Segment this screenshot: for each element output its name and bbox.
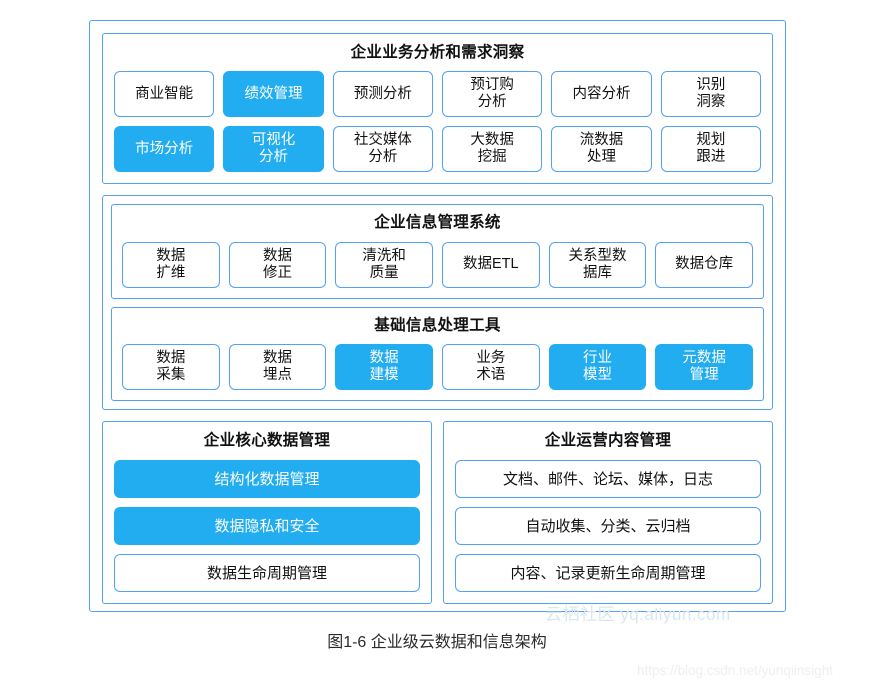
section-bottom-row: 企业核心数据管理 结构化数据管理 数据隐私和安全 数据生命周期管理 企业运营内容… [102, 421, 773, 604]
cell-data-augmentation[interactable]: 数据 扩维 [122, 241, 220, 288]
cell-auto-collect-classify-cloud-archive[interactable]: 自动收集、分类、云归档 [455, 506, 761, 545]
business-analysis-rows: 商业智能 绩效管理 预测分析 预订购 分析 内容分析 识别 洞察 市场分析 可视… [114, 71, 761, 173]
cell-big-data-mining[interactable]: 大数据 挖掘 [442, 126, 543, 173]
section-core-data-management: 企业核心数据管理 结构化数据管理 数据隐私和安全 数据生命周期管理 [102, 421, 432, 604]
cell-identification-insight[interactable]: 识别 洞察 [660, 71, 761, 118]
section-title-processing-tools: 基础信息处理工具 [374, 316, 501, 334]
cell-business-intelligence[interactable]: 商业智能 [114, 71, 215, 118]
cell-metadata-management[interactable]: 元数据 管理 [655, 344, 753, 391]
cell-preorder-analysis[interactable]: 预订购 分析 [442, 71, 543, 118]
cell-content-record-update-lifecycle[interactable]: 内容、记录更新生命周期管理 [455, 553, 761, 592]
section-operational-content-management: 企业运营内容管理 文档、邮件、论坛、媒体，日志 自动收集、分类、云归档 内容、记… [443, 421, 773, 604]
section-middle-wrapper: 企业信息管理系统 数据 扩维 数据 修正 清洗和 质量 数据ETL 关系型数 据… [102, 195, 773, 411]
cell-documents-email-forum-media-logs[interactable]: 文档、邮件、论坛、媒体，日志 [455, 459, 761, 498]
cell-data-collection[interactable]: 数据 采集 [122, 344, 220, 391]
cell-cleansing-quality[interactable]: 清洗和 质量 [335, 241, 433, 288]
cell-planning-followup[interactable]: 规划 跟进 [660, 126, 761, 173]
cell-stream-data-processing[interactable]: 流数据 处理 [551, 126, 652, 173]
cell-structured-data-management[interactable]: 结构化数据管理 [114, 459, 420, 498]
information-management-row: 数据 扩维 数据 修正 清洗和 质量 数据ETL 关系型数 据库 数据仓库 [122, 241, 753, 288]
cell-data-etl[interactable]: 数据ETL [441, 241, 540, 288]
section-business-analysis: 企业业务分析和需求洞察 商业智能 绩效管理 预测分析 预订购 分析 内容分析 识… [102, 33, 773, 185]
business-analysis-row-1: 商业智能 绩效管理 预测分析 预订购 分析 内容分析 识别 洞察 [114, 71, 761, 118]
cell-data-modeling[interactable]: 数据 建模 [335, 344, 433, 391]
business-analysis-row-2: 市场分析 可视化 分析 社交媒体 分析 大数据 挖掘 流数据 处理 规划 跟进 [114, 126, 761, 173]
cell-data-lifecycle-management[interactable]: 数据生命周期管理 [114, 553, 420, 592]
cell-data-privacy-security[interactable]: 数据隐私和安全 [114, 506, 420, 545]
figure-caption: 图1-6 企业级云数据和信息架构 [327, 634, 547, 651]
cell-data-tracking-point[interactable]: 数据 埋点 [228, 344, 327, 391]
cell-data-warehouse[interactable]: 数据仓库 [655, 241, 753, 288]
watermark-csdn: https://blog.csdn.net/yunqiinsight [637, 663, 833, 678]
cell-visualization-analysis[interactable]: 可视化 分析 [223, 126, 324, 173]
section-title-business-analysis: 企业业务分析和需求洞察 [350, 44, 525, 61]
architecture-diagram-frame: 企业业务分析和需求洞察 商业智能 绩效管理 预测分析 预订购 分析 内容分析 识… [89, 20, 786, 612]
section-title-operational-content-management: 企业运营内容管理 [544, 432, 672, 450]
operational-content-management-list: 文档、邮件、论坛、媒体，日志 自动收集、分类、云归档 内容、记录更新生命周期管理 [455, 459, 761, 592]
cell-industry-model[interactable]: 行业 模型 [548, 344, 647, 391]
cell-relational-database[interactable]: 关系型数 据库 [548, 241, 647, 288]
cell-social-media-analysis[interactable]: 社交媒体 分析 [332, 126, 433, 173]
cell-data-correction[interactable]: 数据 修正 [228, 241, 327, 288]
processing-tools-row: 数据 采集 数据 埋点 数据 建模 业务 术语 行业 模型 元数据 管理 [122, 344, 753, 391]
section-title-core-data-management: 企业核心数据管理 [203, 432, 331, 450]
cell-content-analysis[interactable]: 内容分析 [551, 71, 652, 118]
cell-business-terminology[interactable]: 业务 术语 [441, 344, 540, 391]
cell-predictive-analysis[interactable]: 预测分析 [332, 71, 433, 118]
core-data-management-list: 结构化数据管理 数据隐私和安全 数据生命周期管理 [114, 459, 420, 592]
cell-market-analysis[interactable]: 市场分析 [114, 126, 215, 173]
section-information-management: 企业信息管理系统 数据 扩维 数据 修正 清洗和 质量 数据ETL 关系型数 据… [111, 204, 764, 299]
section-processing-tools: 基础信息处理工具 数据 采集 数据 埋点 数据 建模 业务 术语 行业 模型 元… [111, 306, 764, 402]
section-title-information-management: 企业信息管理系统 [374, 214, 501, 232]
cell-performance-management[interactable]: 绩效管理 [223, 71, 324, 118]
